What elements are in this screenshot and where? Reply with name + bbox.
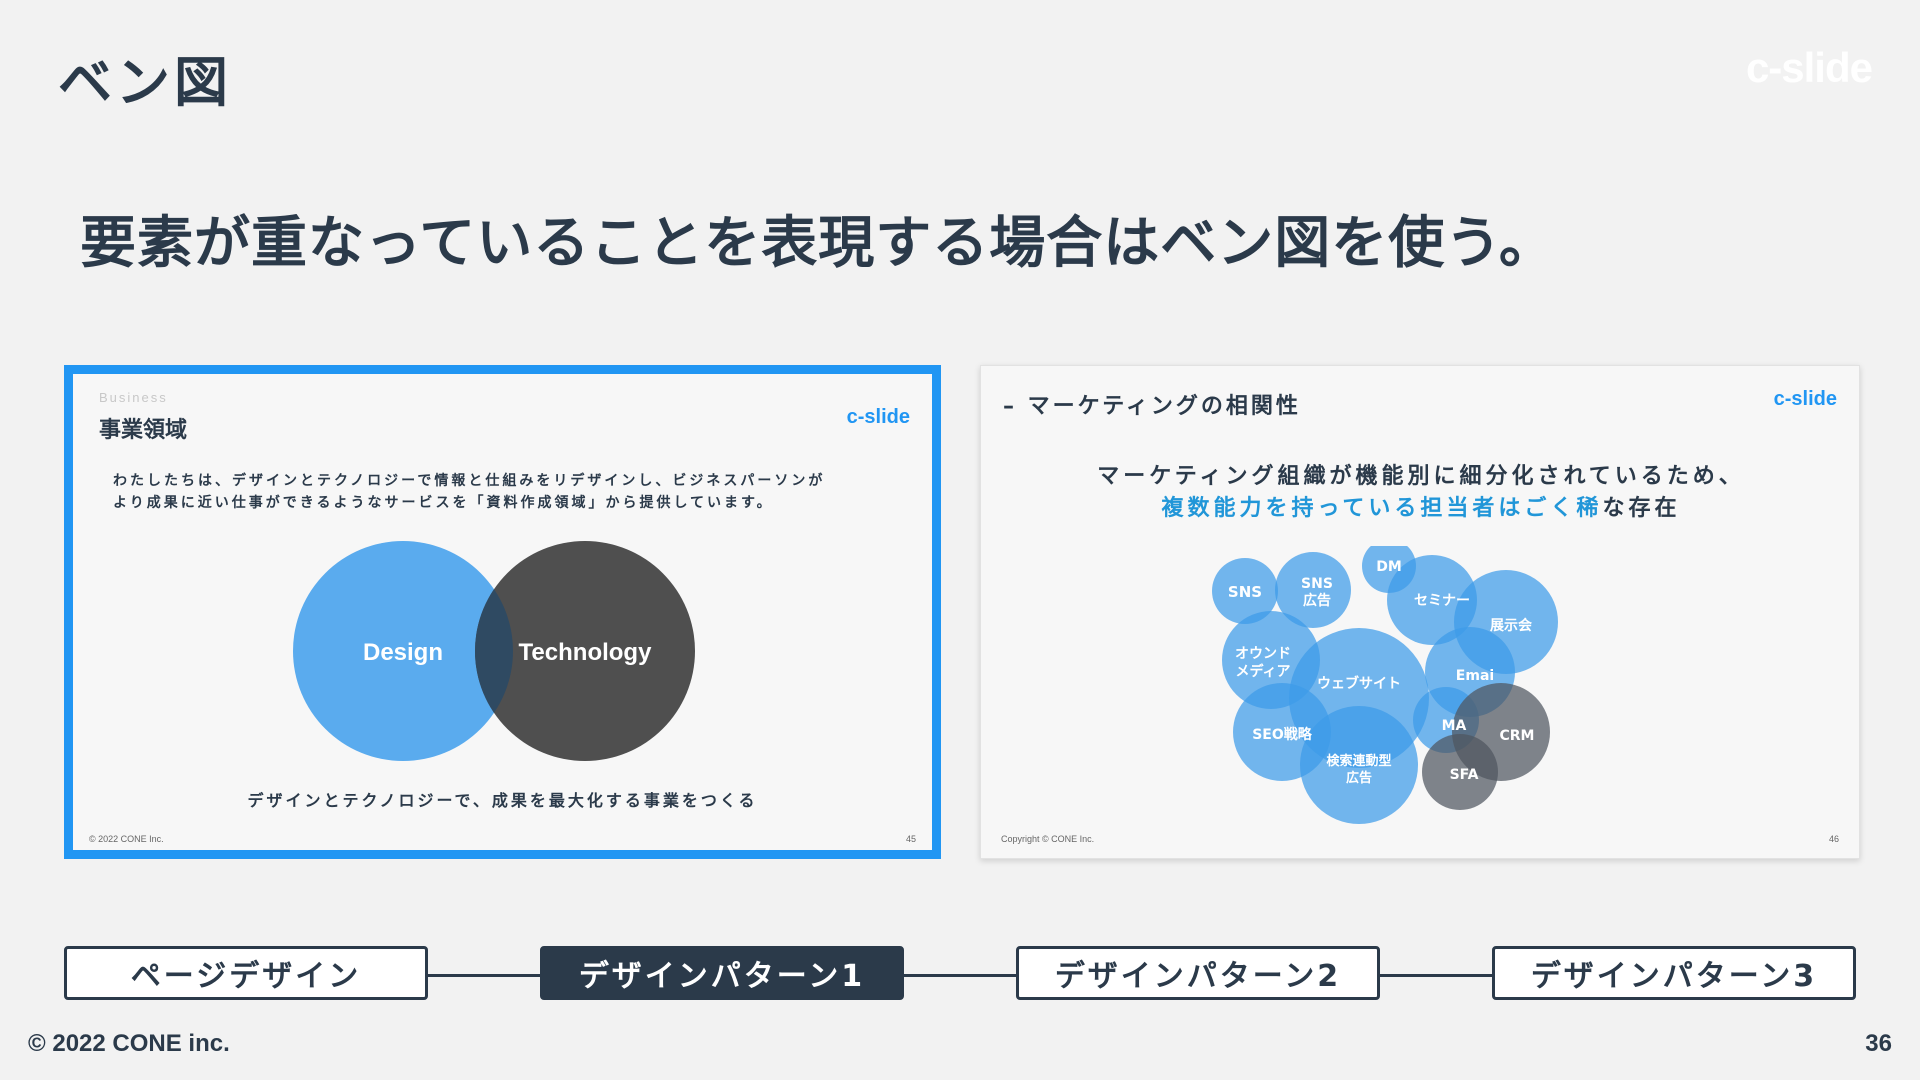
bubble-sns xyxy=(1212,558,1278,624)
thumb1-body: わたしたちは、デザインとテクノロジーで情報と仕組みをリデザインし、ビジネスパーソ… xyxy=(113,470,825,514)
thumb1-eyebrow: Business xyxy=(99,390,168,405)
bubble-label-seo: SEO戦略 xyxy=(1252,726,1313,743)
nav-connector xyxy=(904,974,1016,977)
venn-diagram: Design Technology xyxy=(293,541,695,761)
headline: 要素が重なっていることを表現する場合はベン図を使う。 xyxy=(80,211,1556,276)
thumb1-logo: c-slide xyxy=(846,406,910,428)
thumb1-body-line-1: わたしたちは、デザインとテクノロジーで情報と仕組みをリデザインし、ビジネスパーソ… xyxy=(113,473,826,489)
bubble-label-crm: CRM xyxy=(1500,728,1535,744)
thumb1-caption: デザインとテクノロジーで、成果を最大化する事業をつくる xyxy=(247,791,758,810)
thumb2-copyright: Copyright © CONE Inc. xyxy=(1001,834,1095,844)
thumb2-lead-rest: な存在 xyxy=(1602,496,1681,521)
venn-circle-technology xyxy=(475,541,695,761)
bubble-label-sns-ad-2: 広告 xyxy=(1303,592,1331,609)
nav-page-design[interactable]: ページデザイン xyxy=(64,946,428,1000)
thumb2-heading: – マーケティングの相関性 xyxy=(1003,394,1301,419)
bubble-label-email: Emai xyxy=(1456,668,1494,684)
slide-thumbnail-business[interactable]: Business 事業領域 c-slide わたしたちは、デザインとテクノロジー… xyxy=(64,365,941,859)
bubble-label-owned-2: メディア xyxy=(1235,663,1290,680)
bubble-label-website: ウェブサイト xyxy=(1317,675,1401,692)
brand-logo: c-slide xyxy=(1745,44,1873,91)
bubble-label-ma: MA xyxy=(1442,718,1467,734)
bubble-sfa xyxy=(1422,734,1498,810)
marketing-bubble-diagram: SNS SNS 広告 DM セミナー 展示会 オウンド メディア ウェブサイト … xyxy=(1212,546,1558,824)
bubble-label-sns-ad-1: SNS xyxy=(1301,576,1333,592)
thumb1-body-line-2: より成果に近い仕事ができるようなサービスを「資料作成領域」から提供しています。 xyxy=(113,495,774,511)
thumb2-logo: c-slide xyxy=(1773,388,1837,410)
bubble-label-owned-1: オウンド xyxy=(1235,646,1291,662)
thumb1-copyright: © 2022 CONE Inc. xyxy=(89,834,164,844)
thumb2-lead-highlight: 複数能力を持っている担当者はごく稀 xyxy=(1161,496,1603,521)
bubble-sns-ad xyxy=(1275,552,1351,628)
thumb1-page-number: 45 xyxy=(905,834,916,844)
bubble-owned-media xyxy=(1222,611,1320,709)
bubble-search-ad xyxy=(1300,706,1418,824)
thumb1-heading: 事業領域 xyxy=(99,418,188,443)
bubble-label-dm: DM xyxy=(1376,559,1402,575)
footer-page-number: 36 xyxy=(1865,1030,1892,1057)
thumb2-lead-line-1: マーケティング組織が機能別に細分化されているため、 xyxy=(1097,464,1745,489)
bubble-label-search-ad-1: 検索連動型 xyxy=(1326,753,1391,769)
page-title: ベン図 xyxy=(58,51,232,114)
venn-circle-design xyxy=(293,541,513,761)
nav-connector xyxy=(1380,974,1492,977)
venn-label-design: Design xyxy=(363,639,443,666)
nav-design-pattern-3[interactable]: デザインパターン3 xyxy=(1492,946,1856,1000)
nav-connector xyxy=(428,974,540,977)
thumb2-lead-line-2: 複数能力を持っている担当者はごく稀な存在 xyxy=(981,490,1861,522)
bubble-label-sns: SNS xyxy=(1228,583,1262,601)
venn-label-technology: Technology xyxy=(519,639,653,666)
thumb2-page-number: 46 xyxy=(1828,834,1839,844)
nav-design-pattern-1[interactable]: デザインパターン1 xyxy=(540,946,904,1000)
bubble-label-seminar: セミナー xyxy=(1414,593,1470,609)
bubble-label-search-ad-2: 広告 xyxy=(1346,770,1372,786)
nav-design-pattern-2[interactable]: デザインパターン2 xyxy=(1016,946,1380,1000)
bubble-label-exhibition: 展示会 xyxy=(1490,617,1533,634)
footer-copyright: © 2022 CONE inc. xyxy=(28,1030,230,1057)
slide-thumbnail-marketing[interactable]: – マーケティングの相関性 c-slide マーケティング組織が機能別に細分化さ… xyxy=(980,365,1860,859)
bubble-label-sfa: SFA xyxy=(1450,767,1479,783)
